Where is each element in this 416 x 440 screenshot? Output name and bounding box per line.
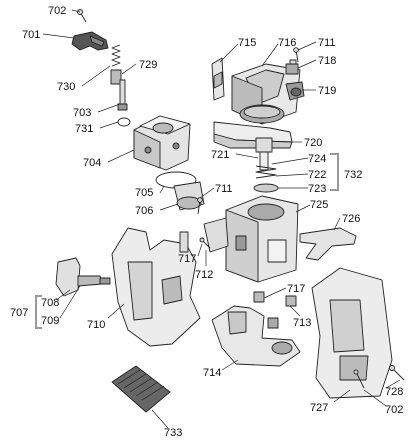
part-719-knob xyxy=(285,81,305,101)
part-713-blocks xyxy=(253,291,297,329)
part-perforated-disc xyxy=(239,104,285,124)
label-723: 723 xyxy=(308,183,326,195)
label-719: 719 xyxy=(318,85,336,97)
label-712: 712 xyxy=(195,269,213,281)
label-705: 705 xyxy=(135,187,153,199)
label-701: 701 xyxy=(22,29,40,41)
label-730: 730 xyxy=(57,81,75,93)
label-708: 708 xyxy=(41,297,59,309)
part-708-709-valve xyxy=(55,257,111,297)
part-718-cap xyxy=(285,59,299,75)
label-726: 726 xyxy=(342,213,360,225)
part-701-lever xyxy=(71,31,109,51)
label-714: 714 xyxy=(203,367,221,379)
bracket-732 xyxy=(330,153,339,191)
label-703: 703 xyxy=(73,107,91,119)
label-702-bottom: 702 xyxy=(385,404,403,416)
label-706: 706 xyxy=(135,205,153,217)
label-732: 732 xyxy=(344,169,362,181)
bracket-707 xyxy=(35,295,42,329)
leader-lines xyxy=(42,9,401,429)
part-702-screw-bottom xyxy=(353,369,365,389)
label-717-right: 717 xyxy=(287,283,305,295)
part-715-arm xyxy=(211,57,225,101)
part-725-housing xyxy=(203,195,299,283)
part-731-oring xyxy=(117,117,131,127)
part-710-frame-left xyxy=(111,227,201,347)
part-730-spring xyxy=(110,44,122,85)
label-702-top: 702 xyxy=(48,5,66,17)
part-728-screw xyxy=(389,365,405,381)
part-706-filter xyxy=(173,181,205,211)
part-729-pin xyxy=(117,79,128,111)
part-723-washer xyxy=(253,183,279,193)
label-727: 727 xyxy=(310,402,328,414)
part-733-grill xyxy=(111,365,171,413)
part-726-lever xyxy=(299,227,357,261)
label-720: 720 xyxy=(304,137,322,149)
label-707: 707 xyxy=(10,307,28,319)
label-724: 724 xyxy=(308,153,326,165)
part-717-pin-left xyxy=(199,237,211,249)
label-711-right: 711 xyxy=(318,37,336,49)
label-717-left: 717 xyxy=(178,253,196,265)
part-720-tray xyxy=(213,121,293,149)
part-704-block xyxy=(133,115,191,171)
part-714-base xyxy=(211,305,301,367)
part-721-shaft xyxy=(255,137,273,171)
part-727-frame-right xyxy=(311,267,393,399)
label-729: 729 xyxy=(139,59,157,71)
part-722-spring xyxy=(255,165,277,179)
callout-labels: 702 701 729 730 703 731 704 705 706 711 … xyxy=(10,5,403,439)
label-722: 722 xyxy=(308,169,326,181)
part-711-screw-right xyxy=(293,47,299,63)
label-731: 731 xyxy=(75,123,93,135)
label-715: 715 xyxy=(238,37,256,49)
label-728: 728 xyxy=(385,386,403,398)
label-704: 704 xyxy=(83,157,101,169)
label-721: 721 xyxy=(211,149,229,161)
label-716: 716 xyxy=(278,37,296,49)
label-709: 709 xyxy=(41,315,59,327)
label-718: 718 xyxy=(318,55,336,67)
label-725: 725 xyxy=(310,199,328,211)
label-733: 733 xyxy=(164,427,182,439)
label-710: 710 xyxy=(87,319,105,331)
label-711-left: 711 xyxy=(215,183,233,195)
label-713: 713 xyxy=(293,317,311,329)
